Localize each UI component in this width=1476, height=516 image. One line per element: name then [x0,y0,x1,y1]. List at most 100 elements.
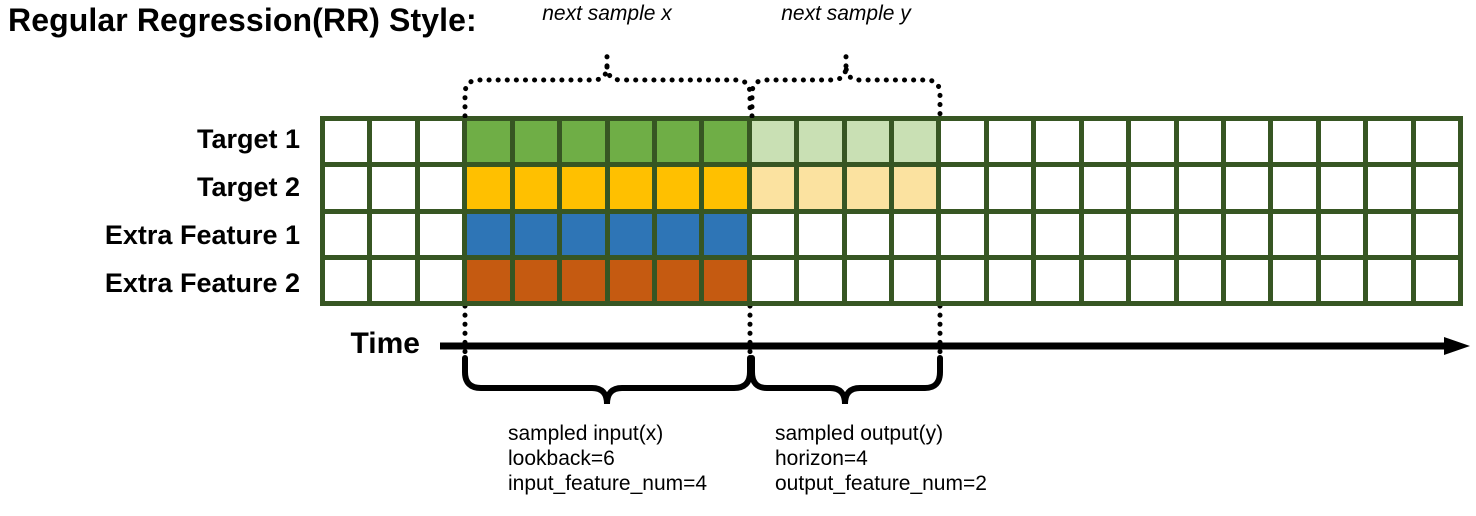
grid-cell-r4-c7 [609,259,652,301]
grid-cell-r4-c17 [1083,259,1127,301]
grid-cell-r1-c11 [799,121,842,163]
grid-cell-r2-c9 [704,167,747,209]
grid-cell-r4-c16 [1036,259,1079,301]
bottom-brace-group [462,306,943,405]
grid-cell-r2-c12 [846,167,889,209]
grid-cell-r1-c15 [988,121,1032,163]
grid-cell-r3-c5 [514,213,558,255]
grid-cell-r4-c6 [562,259,605,301]
grid-cell-r1-c24 [1415,121,1458,163]
grid-cell-r1-c20 [1225,121,1269,163]
grid-cell-r1-c5 [514,121,558,163]
grid-cell-r2-c16 [1036,167,1079,209]
grid-cell-r1-c9 [704,121,747,163]
grid-cell-r3-c22 [1320,213,1364,255]
next-sample-y-label: next sample y [781,2,911,25]
next-sample-x-brace [462,65,753,118]
grid-cell-r2-c23 [1368,167,1411,209]
sampled-input-caption: sampled input(x) lookback=6 input_featur… [508,421,707,496]
grid-cell-r1-c2 [372,121,415,163]
grid-cell-r4-c3 [419,259,463,301]
grid-cell-r2-c19 [1178,167,1221,209]
next-sample-x-label: next sample x [542,2,672,25]
grid-cell-r3-c11 [799,213,842,255]
grid-cell-r3-c12 [846,213,889,255]
time-axis-arrow [440,337,1470,355]
row-label-extra-feature-2: Extra Feature 2 [104,268,300,298]
grid-cell-r4-c4 [467,259,510,301]
grid-cell-r2-c4 [467,167,510,209]
grid-cell-r4-c12 [846,259,889,301]
grid-cell-r3-c19 [1178,213,1221,255]
sampled-input-line-3: input_feature_num=4 [508,472,708,495]
grid-cell-r1-c12 [846,121,889,163]
sampled-input-line-2: lookback=6 [508,447,615,470]
grid-cell-r2-c5 [514,167,558,209]
grid-cell-r3-c20 [1225,213,1269,255]
grid-cell-r4-c5 [514,259,558,301]
grid-cell-r3-c6 [562,213,605,255]
grid-cell-r4-c15 [988,259,1032,301]
grid-cell-r4-c18 [1131,259,1174,301]
grid-cell-r1-c1 [325,121,368,163]
row-label-target-1: Target 1 [196,124,300,154]
grid-cell-r3-c8 [656,213,700,255]
grid-cell-r3-c1 [325,213,368,255]
grid-cell-r2-c18 [1131,167,1174,209]
sampled-input-brace [462,355,753,405]
grid-cell-r4-c8 [656,259,700,301]
grid-cell-r3-c15 [988,213,1032,255]
grid-cell-r3-c9 [704,213,747,255]
grid-cell-r4-c2 [372,259,415,301]
grid-cell-r2-c6 [562,167,605,209]
page-title: Regular Regression(RR) Style: [8,2,477,38]
grid-cell-r2-c3 [419,167,463,209]
grid-cell-r1-c22 [1320,121,1364,163]
grid-cell-r2-c21 [1273,167,1316,209]
sampled-output-caption: sampled output(y) horizon=4 output_featu… [775,421,987,496]
grid-cell-r1-c8 [656,121,700,163]
grid-cell-r1-c16 [1036,121,1079,163]
grid-cell-r2-c1 [325,167,368,209]
sampled-output-line-1: sampled output(y) [775,422,944,445]
grid-cell-r2-c8 [656,167,700,209]
grid-cell-r4-c14 [941,259,984,301]
grid-cell-r1-c7 [609,121,652,163]
grid-cell-r1-c23 [1368,121,1411,163]
grid-cell-r4-c1 [325,259,368,301]
grid-cell-r2-c17 [1083,167,1127,209]
grid-cell-r4-c9 [704,259,747,301]
sampled-output-brace [749,355,943,405]
grid-cell-r3-c18 [1131,213,1174,255]
grid-cell-r2-c14 [941,167,984,209]
grid-cell-r3-c14 [941,213,984,255]
grid-cell-r1-c17 [1083,121,1127,163]
grid-cell-r3-c13 [894,213,937,255]
sampled-output-line-2: horizon=4 [775,447,868,470]
grid-cell-r2-c15 [988,167,1032,209]
grid-cell-r2-c13 [894,167,937,209]
grid-cell-r2-c10 [751,167,795,209]
grid-cell-r4-c19 [1178,259,1221,301]
sampled-input-line-1: sampled input(x) [508,422,664,445]
grid-cell-r3-c21 [1273,213,1316,255]
grid-cell-r2-c7 [609,167,652,209]
grid-cell-r4-c13 [894,259,937,301]
grid-cell-r1-c3 [419,121,463,163]
grid-cell-r3-c4 [467,213,510,255]
grid-cell-r3-c3 [419,213,463,255]
grid-cell-r1-c14 [941,121,984,163]
grid-cell-r3-c2 [372,213,415,255]
grid-cell-r1-c19 [1178,121,1221,163]
grid-cell-r3-c23 [1368,213,1411,255]
grid-cell-r4-c20 [1225,259,1269,301]
grid-cell-r1-c4 [467,121,510,163]
grid-cell-r1-c10 [751,121,795,163]
row-label-extra-feature-1: Extra Feature 1 [104,220,300,250]
grid-cell-r2-c20 [1225,167,1269,209]
grid-cell-r1-c13 [894,121,937,163]
grid-cell-r4-c21 [1273,259,1316,301]
grid-cell-r2-c2 [372,167,415,209]
grid-cell-r3-c24 [1415,213,1458,255]
